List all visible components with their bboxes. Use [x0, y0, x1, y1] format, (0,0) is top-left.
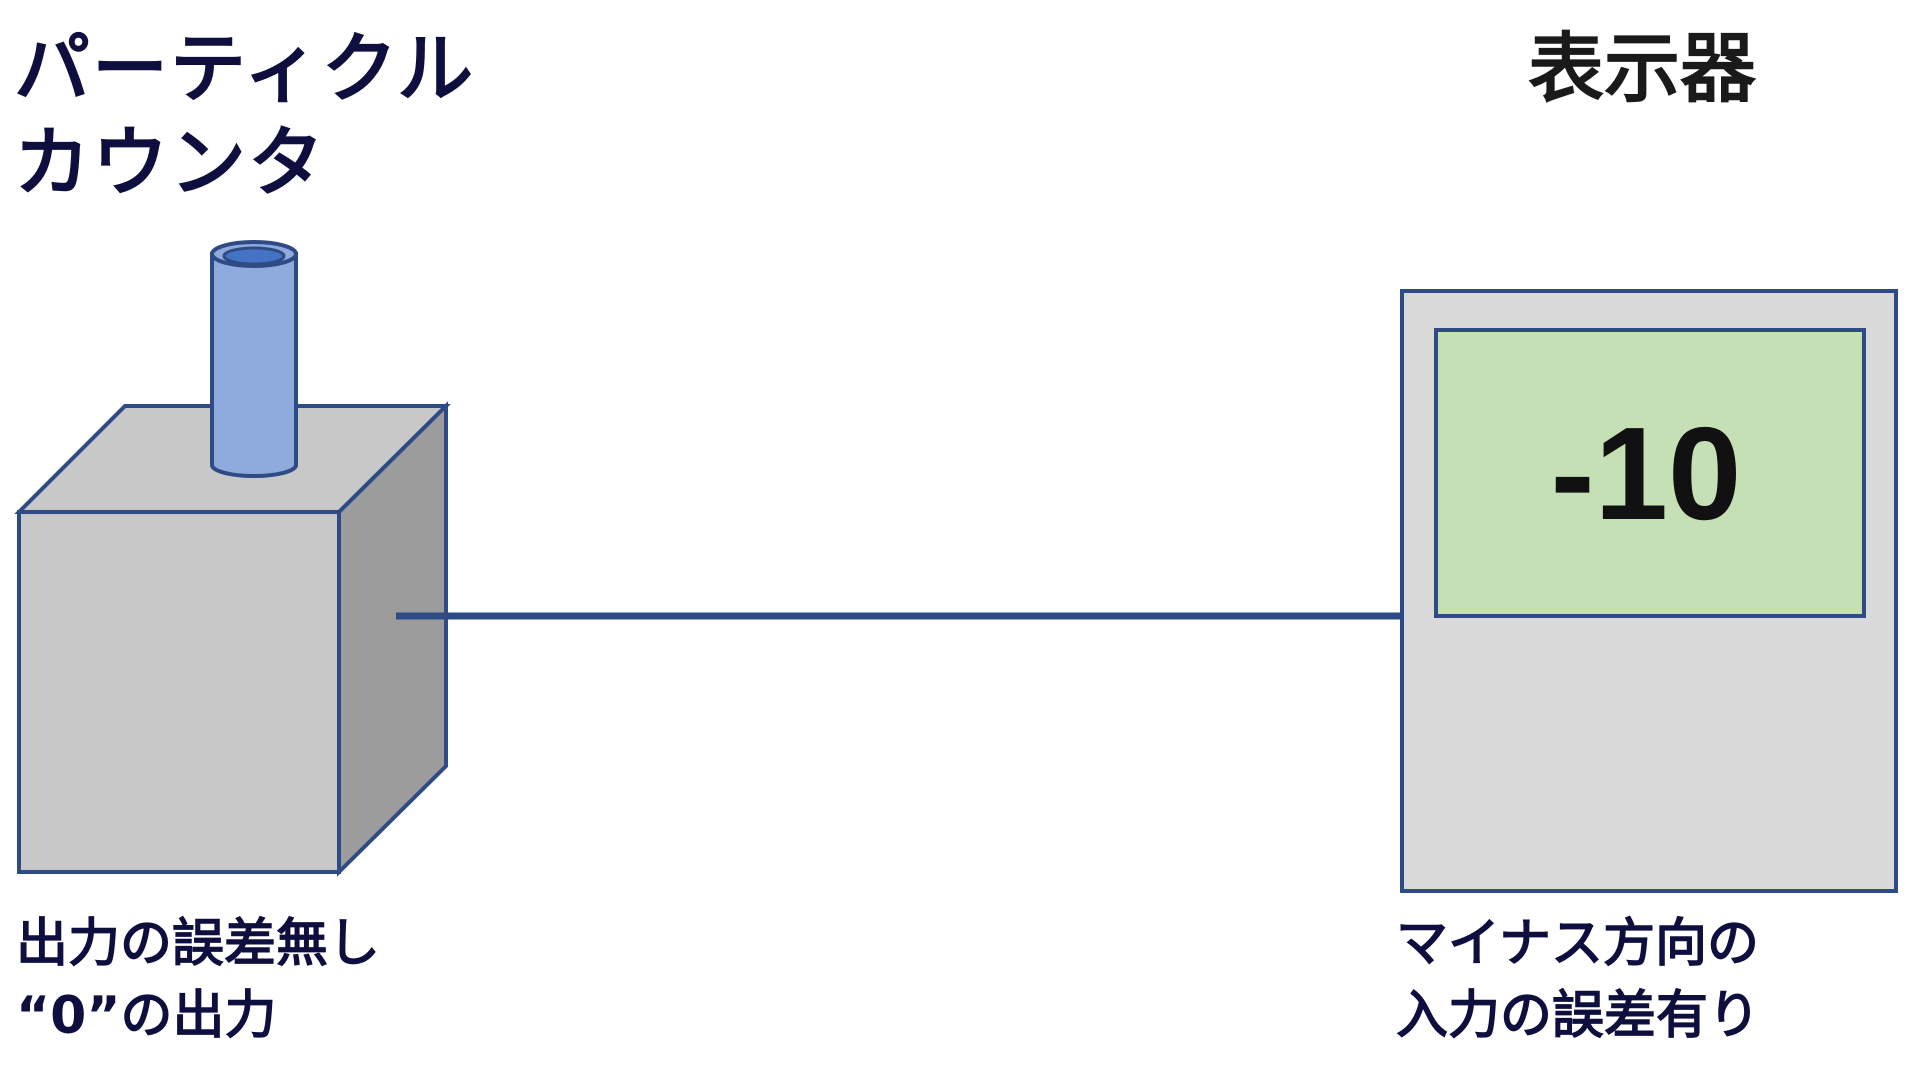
particle-counter-caption-line1: 出力の誤差無し: [16, 914, 381, 974]
particle-counter-device: [14, 240, 451, 877]
display-reading: -10: [1550, 399, 1742, 547]
display-screen: [1434, 328, 1866, 618]
display-device: [1400, 289, 1898, 893]
display-title: 表示器: [1528, 24, 1756, 113]
display-caption: マイナス方向の 入力の誤差有り: [1396, 908, 1760, 1052]
sampling-tube-opening: [222, 246, 286, 266]
display-caption-line2: 入力の誤差有り: [1396, 986, 1761, 1046]
sampling-tube: [210, 240, 298, 478]
display-caption-line1: マイナス方向の: [1396, 914, 1759, 974]
particle-counter-caption: 出力の誤差無し “0”の出力: [16, 908, 380, 1052]
sampling-tube-body: [210, 252, 298, 478]
particle-counter-title-line1: パーティクル: [14, 24, 476, 113]
cube-front-face: [17, 510, 341, 874]
particle-counter-caption-line2: “0”の出力: [16, 986, 277, 1046]
particle-counter-title-line2: カウンタ: [14, 118, 326, 207]
particle-counter-title: パーティクル カウンタ: [14, 22, 475, 210]
